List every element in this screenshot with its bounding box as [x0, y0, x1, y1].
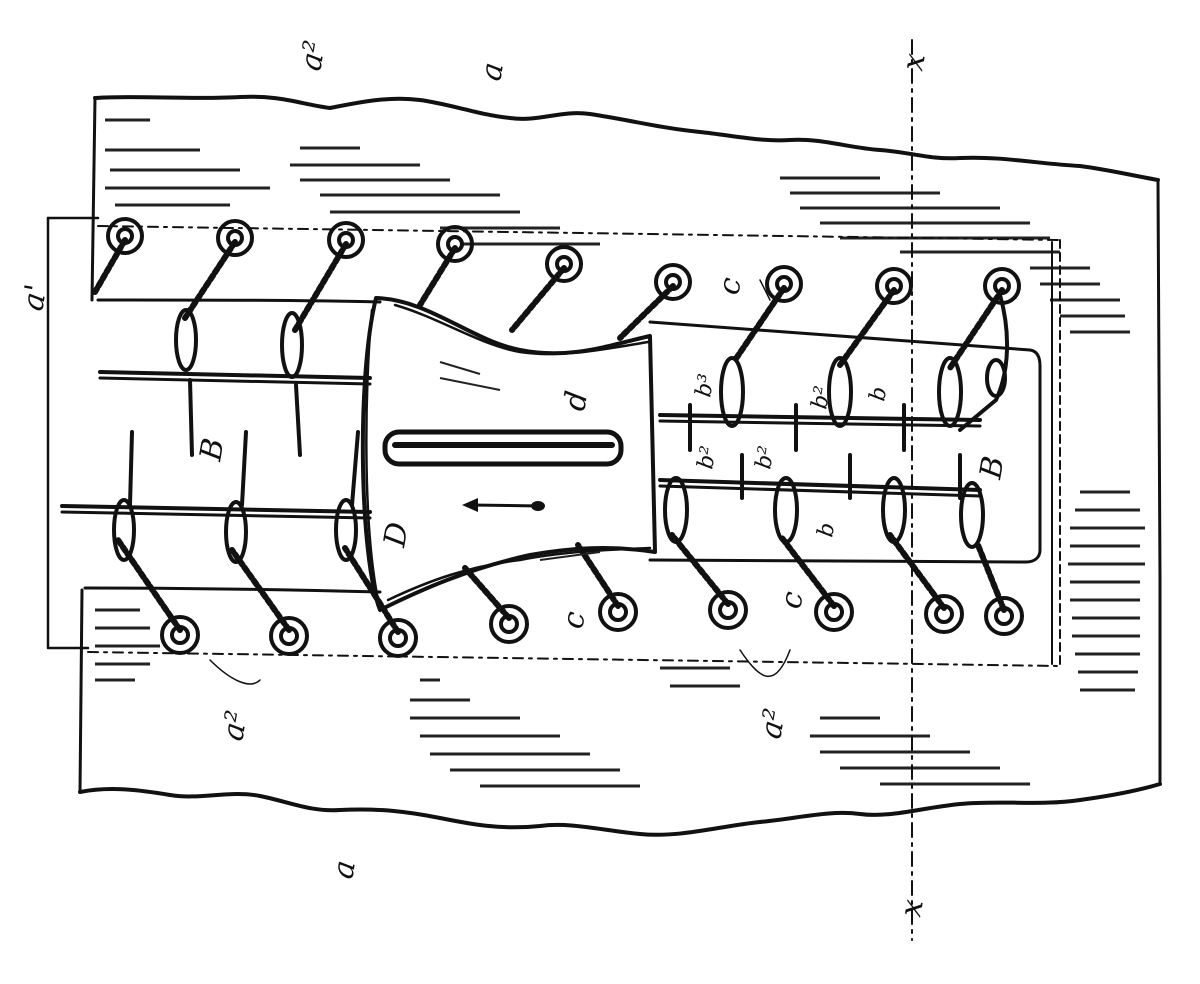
label-B-left: B — [193, 436, 231, 465]
label-b2-3: b² — [807, 384, 836, 411]
lower-eyelets — [160, 590, 1024, 658]
slider-slot — [382, 429, 624, 467]
eyelet — [216, 219, 254, 257]
eyelet — [378, 618, 418, 658]
label-x-bottom: x — [893, 897, 930, 920]
lower-fabric-flap — [78, 490, 1162, 837]
label-c-top: c — [711, 275, 748, 298]
eyelet — [160, 615, 200, 655]
label-a-bottom: a — [325, 858, 363, 882]
label-a2-bottom-left: a² — [215, 708, 255, 744]
eyelet — [924, 594, 964, 634]
eyelet — [327, 221, 365, 259]
label-a-top: a — [473, 60, 511, 84]
eyelet — [269, 616, 309, 656]
label-c-mid: c — [555, 609, 592, 632]
lower-cords — [115, 532, 1007, 635]
label-x-top: x — [895, 51, 932, 74]
label-D: D — [377, 520, 416, 551]
label-d: d — [557, 388, 595, 413]
tape-strips — [46, 39, 1061, 941]
upper-cords — [92, 237, 1005, 371]
label-b3: b³ — [691, 372, 720, 399]
label-b-upper: b — [865, 385, 892, 403]
eyelet — [814, 592, 854, 632]
upper-fabric-flap — [90, 94, 1162, 582]
slider-body — [360, 296, 657, 612]
eyelet — [598, 592, 638, 632]
label-c-low: c — [773, 589, 810, 612]
label-b2-2: b² — [751, 444, 780, 471]
label-b-lower: b — [813, 521, 840, 539]
leader-lines — [209, 279, 791, 685]
eyelet — [106, 217, 144, 255]
eyelet — [875, 267, 913, 305]
eyelet — [545, 245, 583, 283]
upper-eyelets — [106, 217, 1021, 305]
fastener-loops — [60, 293, 1010, 564]
eyelet — [708, 590, 748, 630]
eyelet — [765, 265, 803, 303]
label-B-right: B — [973, 454, 1011, 483]
reference-labels: a a² a' x x a a² a² B B D d c c c b b b²… — [15, 38, 1011, 920]
label-a2-bottom-right: a² — [753, 706, 793, 742]
direction-arrow — [462, 498, 545, 512]
label-a2-top: a² — [293, 38, 333, 74]
eyelet — [489, 604, 529, 644]
label-a-prime: a' — [15, 282, 54, 314]
label-b2-1: b² — [693, 444, 722, 471]
